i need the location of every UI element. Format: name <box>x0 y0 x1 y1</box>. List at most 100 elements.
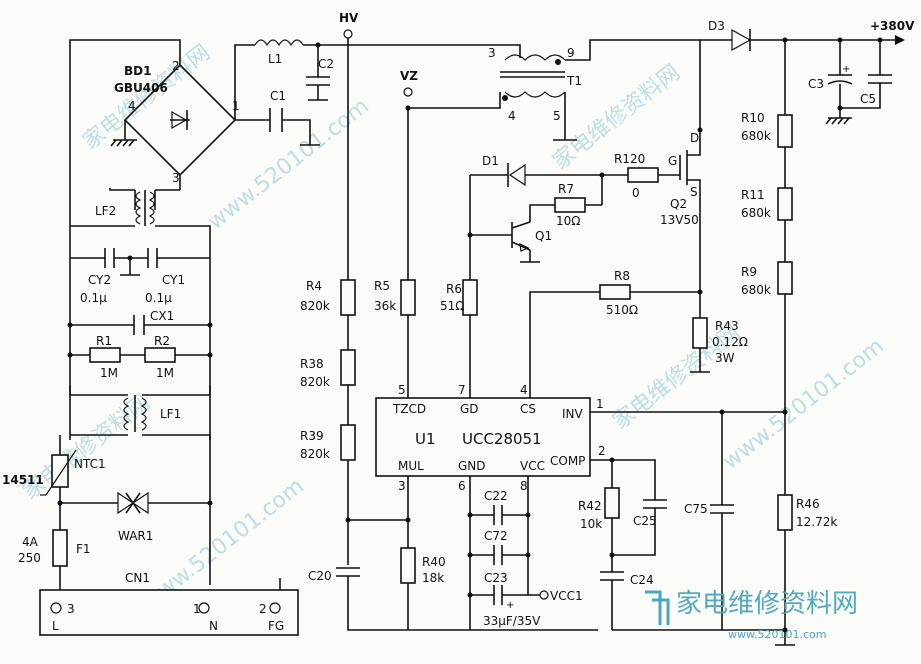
svg-text:+: + <box>842 64 850 75</box>
logo-text: 家电维修资料网 <box>676 589 858 619</box>
connector-cn1: CN1 3 1 2 L N FG <box>39 571 299 636</box>
ic-ref: U1 <box>415 430 436 448</box>
r11-value: 680k <box>741 206 771 220</box>
q2-drain: D <box>690 131 699 145</box>
q2-label: Q2 <box>670 197 687 211</box>
hv-node-label: HV <box>339 11 359 25</box>
ic-pin-num: 1 <box>596 397 604 411</box>
r43-label: R43 <box>715 319 739 333</box>
c22-label: C22 <box>484 489 508 503</box>
r6-value: 51Ω <box>440 299 464 313</box>
d1-label: D1 <box>482 154 499 168</box>
cy2-value: 0.1μ <box>80 291 107 305</box>
lf2-label: LF2 <box>95 204 116 218</box>
ic-pin-mul: MUL <box>398 459 424 473</box>
r39-label: R39 <box>300 429 324 443</box>
bjt-q1: Q1 <box>511 221 552 252</box>
r11-label: R11 <box>741 188 765 202</box>
ic-pin-num: 6 <box>458 479 466 493</box>
cy1-value: 0.1μ <box>145 291 172 305</box>
cx1-label: CX1 <box>150 309 174 323</box>
ic-pin-num: 4 <box>520 383 528 397</box>
ic-pin-num: 2 <box>598 444 606 458</box>
q1-label: Q1 <box>535 229 552 243</box>
bd1-label: BD1 <box>124 64 151 78</box>
r8-label: R8 <box>614 269 630 283</box>
t1-pin9: 9 <box>567 46 575 60</box>
t1-pin3: 3 <box>488 46 496 60</box>
f1-value: 4A <box>22 535 39 549</box>
r38-label: R38 <box>300 357 324 371</box>
c23-value: 33μF/35V <box>483 614 541 628</box>
site-logo: 家电维修资料网 www.520101.com <box>645 589 858 641</box>
c3-label: C3 <box>808 77 824 91</box>
ic-part: UCC28051 <box>462 430 542 448</box>
war1-label: WAR1 <box>118 529 153 543</box>
ntc1-value: 14511 <box>2 473 44 487</box>
ic-pin-gnd: GND <box>458 459 486 473</box>
r46-value: 12.72k <box>796 515 837 529</box>
r4-label: R4 <box>306 279 322 293</box>
output-voltage-label: +380V <box>870 19 915 33</box>
r7-label: R7 <box>558 182 574 196</box>
vz-node-label: VZ <box>400 69 418 83</box>
ic-pin-vcc: VCC <box>520 459 545 473</box>
c72-label: C72 <box>484 529 508 543</box>
r1-label: R1 <box>96 334 112 348</box>
t1-pin4: 4 <box>508 109 516 123</box>
r46-label: R46 <box>796 497 820 511</box>
q2-value: 13V50 <box>660 213 699 227</box>
lf1-choke: LF1 <box>123 395 181 432</box>
ic-pin-comp: COMP <box>550 454 585 468</box>
t1-pin5: 5 <box>553 109 561 123</box>
c23-label: C23 <box>484 571 508 585</box>
q2-source: S <box>690 185 698 199</box>
c5-label: C5 <box>860 92 876 106</box>
d3-label: D3 <box>708 19 725 33</box>
r9-label: R9 <box>741 265 757 279</box>
ic-pin-num: 7 <box>458 383 466 397</box>
r5-value: 36k <box>374 299 396 313</box>
cn1-n: N <box>209 619 218 633</box>
c24-label: C24 <box>630 573 654 587</box>
transformer-t1: 3 9 T1 4 5 <box>488 46 582 123</box>
lf1-label: LF1 <box>160 407 181 421</box>
r120-label: R120 <box>614 152 645 166</box>
ic-pin-num: 5 <box>398 383 406 397</box>
r2-value: 1M <box>156 366 174 380</box>
r6-label: R6 <box>446 282 462 296</box>
cy1-label: CY1 <box>162 273 185 287</box>
r42-value: 10k <box>580 517 602 531</box>
cn1-pin3: 3 <box>67 602 75 616</box>
r42-label: R42 <box>578 499 602 513</box>
l1-label: L1 <box>268 52 282 66</box>
r2-label: R2 <box>154 334 170 348</box>
r7-value: 10Ω <box>556 214 580 228</box>
ic-u1: TZCD GD CS INV COMP MUL GND VCC U1 UCC28… <box>375 383 606 493</box>
r40-label: R40 <box>422 555 446 569</box>
r10-label: R10 <box>741 111 765 125</box>
t1-label: T1 <box>566 74 582 88</box>
cn1-l: L <box>52 619 59 633</box>
c75-label: C75 <box>684 502 708 516</box>
r8-value: 510Ω <box>606 303 638 317</box>
r43-power: 3W <box>715 351 735 365</box>
ic-pin-tzcd: TZCD <box>392 402 426 416</box>
r39-value: 820k <box>300 447 330 461</box>
bd1-pin3: 3 <box>172 171 180 185</box>
c2-label: C2 <box>318 57 334 71</box>
r43-value: 0.12Ω <box>712 335 748 349</box>
r1-value: 1M <box>100 366 118 380</box>
r120-value: 0 <box>632 186 640 200</box>
q2-gate: G <box>668 154 677 168</box>
lf2-choke: LF2 <box>95 190 156 226</box>
c20-label: C20 <box>308 569 332 583</box>
vcc1-node-label: VCC1 <box>550 589 583 603</box>
c1-label: C1 <box>270 89 286 103</box>
ic-pin-num: 3 <box>398 479 406 493</box>
bd1-pin1: 1 <box>232 99 240 113</box>
r10-value: 680k <box>741 129 771 143</box>
cn1-pin2: 2 <box>259 602 267 616</box>
